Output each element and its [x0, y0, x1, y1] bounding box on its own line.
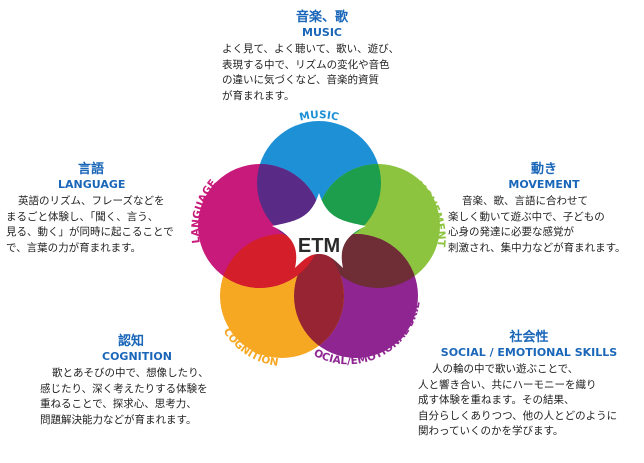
cognition-description: 認知 COGNITION 歌とあそびの中で、想像したり、 感じたり、深く考えたり… — [40, 330, 240, 428]
movement-title: 動き — [530, 162, 557, 177]
center-star — [272, 193, 366, 268]
music-body: よく見て、よく聴いて、歌い、遊び、 表現する中で、リズムの変化や音色 の違いに気… — [222, 42, 422, 104]
cognition-line: 問題解決能力などが育まれます。 — [40, 413, 197, 426]
language-title: 言語 — [78, 162, 105, 177]
cognition-line: 歌とあそびの中で、想像したり、 — [52, 367, 209, 379]
social-line: 人の輪の中で歌い遊ぶことで、 — [432, 363, 579, 375]
social-title: 社会性 — [509, 330, 549, 345]
social-line: 成す体験を重ねます。その結果、 — [418, 394, 575, 406]
movement-subtitle: MOVEMENT — [508, 178, 580, 191]
movement-description: 動き MOVEMENT 音楽、歌、言語に合わせて 楽しく動いて遊ぶ中で、子どもの… — [448, 158, 640, 256]
music-line: 表現する中で、リズムの変化や音色 — [222, 58, 390, 71]
social-line: 人と響き合い、共にハーモニーを織り — [418, 378, 597, 391]
language-line: まるごと体験し、「聞く、言う、 — [6, 210, 159, 223]
social-description: 社会性 SOCIAL / EMOTIONAL SKILLS 人の輪の中で歌い遊ぶ… — [418, 326, 640, 440]
movement-line: 楽しく動いて遊ぶ中で、子どもの — [448, 210, 605, 223]
music-line: が育まれます。 — [222, 89, 295, 102]
movement-line: 心身の発達に必要な感覚が — [448, 226, 574, 238]
ring-label-music: MUSIC — [298, 109, 340, 124]
social-body: 人の輪の中で歌い遊ぶことで、 人と響き合い、共にハーモニーを織り 成す体験を重ね… — [418, 362, 640, 440]
cognition-title: 認知 — [118, 334, 145, 349]
social-cognition-overlap — [294, 234, 344, 358]
language-subtitle: LANGUAGE — [58, 178, 126, 191]
center-label: ETM — [298, 235, 340, 257]
language-description: 言語 LANGUAGE 英語のリズム、フレーズなどを まるごと体験し、「聞く、言… — [6, 158, 196, 256]
cognition-body: 歌とあそびの中で、想像したり、 感じたり、深く考えたりする体験を 重ねることで、… — [40, 366, 240, 428]
language-line: 英語のリズム、フレーズなどを — [18, 195, 165, 207]
language-line: 見る、動く」が同時に起こることで — [6, 226, 174, 238]
social-line: 関わっていくのかを学びます。 — [418, 425, 564, 437]
social-line: 自分らしくありつつ、他の人とどのように — [418, 409, 618, 422]
cognition-line: 感じたり、深く考えたりする体験を — [40, 382, 208, 395]
music-description: 音楽、歌 MUSIC よく見て、よく聴いて、歌い、遊び、 表現する中で、リズムの… — [222, 6, 422, 104]
music-line: の違いに気づくなど、音楽的資質 — [222, 74, 379, 86]
language-line: で、言葉の力が育まれます。 — [6, 241, 142, 254]
cognition-line: 重ねることで、探求心、思考力、 — [40, 398, 197, 410]
music-subtitle: MUSIC — [302, 26, 342, 39]
language-body: 英語のリズム、フレーズなどを まるごと体験し、「聞く、言う、 見る、動く」が同時… — [6, 194, 196, 256]
movement-line: 音楽、歌、言語に合わせて — [462, 195, 588, 207]
social-subtitle: SOCIAL / EMOTIONAL SKILLS — [440, 346, 618, 359]
music-title: 音楽、歌 — [295, 10, 348, 25]
music-line: よく見て、よく聴いて、歌い、遊び、 — [222, 43, 400, 55]
movement-line: 刺激され、集中力などが育まれます。 — [448, 241, 626, 254]
movement-body: 音楽、歌、言語に合わせて 楽しく動いて遊ぶ中で、子どもの 心身の発達に必要な感覚… — [448, 194, 640, 256]
cognition-subtitle: COGNITION — [102, 350, 172, 363]
